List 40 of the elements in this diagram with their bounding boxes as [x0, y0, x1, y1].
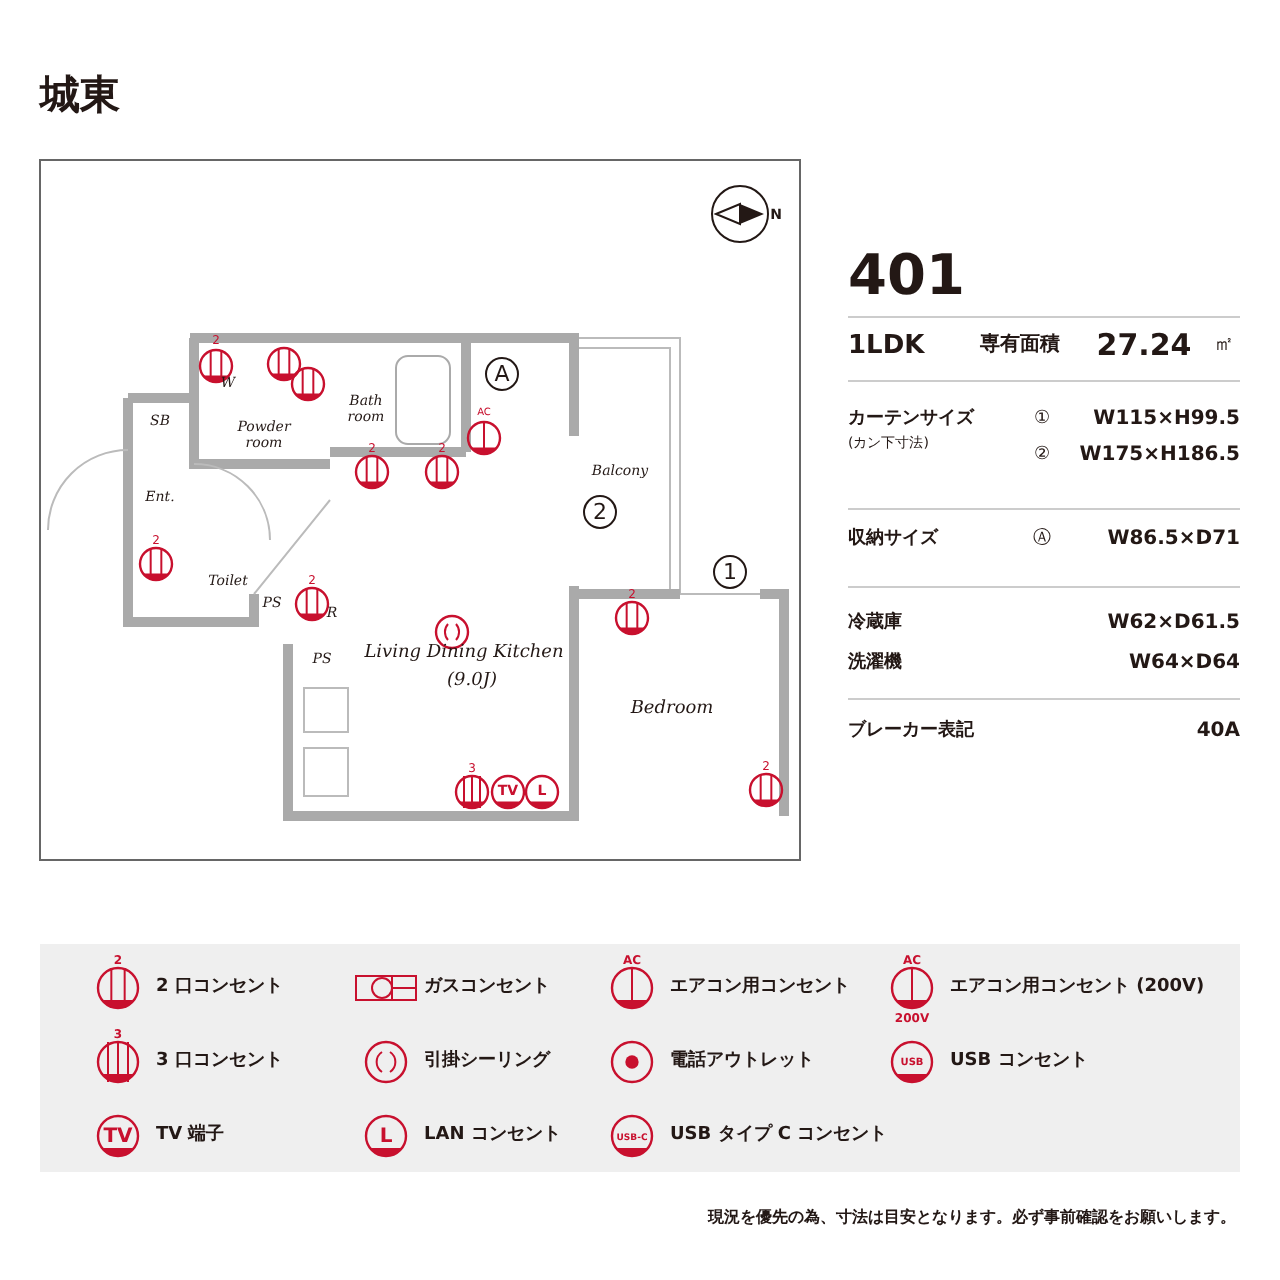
spec-label: Ⓐ — [1033, 531, 1051, 549]
legend-text: 電話アウトレット — [670, 1053, 814, 1071]
page-title: 城東 — [40, 74, 120, 114]
legend-text: LAN コンセント — [424, 1127, 561, 1145]
legend-text: USB タイプ C コンセント — [670, 1127, 888, 1145]
spec-label: ブレーカー表記 — [848, 723, 974, 741]
spec-label: カーテンサイズ — [848, 411, 974, 429]
circled-number: 2 — [583, 495, 617, 529]
spec-label: 洗濯機 — [848, 655, 902, 673]
legend-text: 3 口コンセント — [156, 1053, 283, 1071]
footnote-text: 現況を優先の為、寸法は目安となります。必ず事前確認をお願いします。 — [708, 1210, 1236, 1226]
spec-value: W64×D64 — [1128, 654, 1240, 674]
legend-text: 2 口コンセント — [156, 979, 283, 997]
spec-label: ① — [1033, 411, 1051, 429]
icon-text: L — [379, 1128, 393, 1148]
room-label: Bedroom — [630, 701, 714, 719]
spec-label: 専有面積 — [980, 336, 1060, 356]
spec-value: W175×H186.5 — [1079, 446, 1240, 466]
spec-value: 27.24 — [1096, 331, 1192, 361]
spec-label: 冷蔵庫 — [848, 615, 902, 633]
unit-label: ㎡ — [1214, 336, 1234, 356]
spec-value: W86.5×D71 — [1107, 530, 1240, 550]
unit-number: 401 — [848, 248, 965, 304]
circled-number: 1 — [713, 555, 747, 589]
spec-value: W115×H99.5 — [1093, 410, 1240, 430]
spec-label: 収納サイズ — [848, 531, 938, 549]
legend-text: エアコン用コンセント (200V) — [950, 979, 1205, 997]
circled-letter: A — [485, 357, 519, 391]
spec-label: ② — [1033, 447, 1051, 465]
legend-text: USB コンセント — [950, 1053, 1088, 1071]
layout-type: 1LDK — [848, 333, 925, 359]
icon-text: TV — [103, 1128, 133, 1148]
room-label: (9.0J) — [447, 673, 497, 691]
spec-value: 40A — [1196, 722, 1240, 742]
room-label: Living Dining Kitchen — [364, 645, 564, 663]
legend-text: エアコン用コンセント — [670, 979, 850, 997]
spec-value: W62×D61.5 — [1107, 614, 1240, 634]
legend-text: ガスコンセント — [424, 979, 550, 997]
legend-text: TV 端子 — [156, 1127, 225, 1145]
legend-text: 引掛シーリング — [424, 1053, 550, 1071]
